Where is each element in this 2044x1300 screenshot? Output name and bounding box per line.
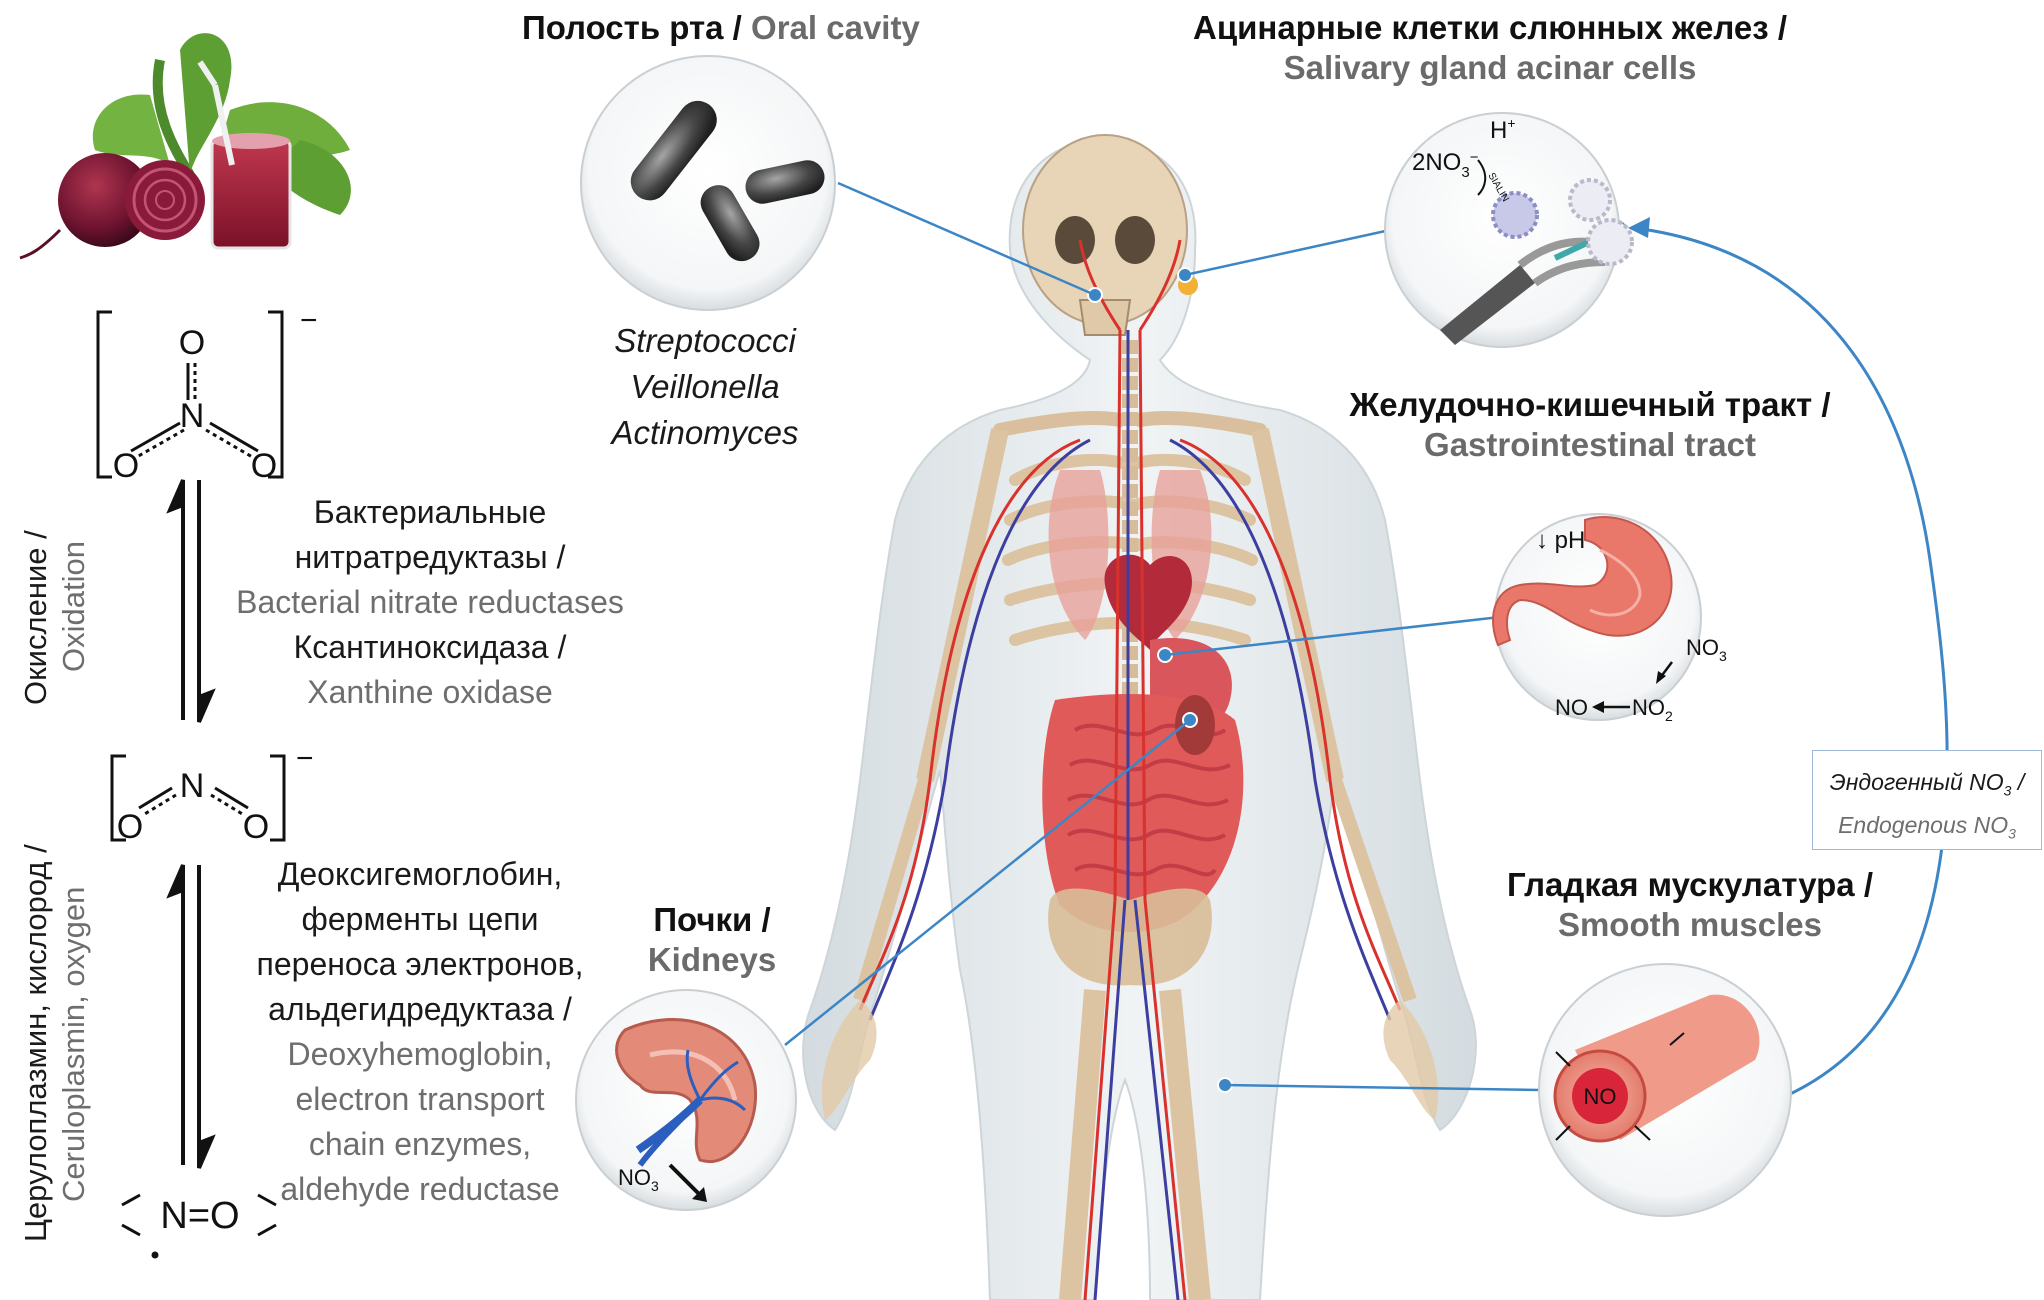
equilibrium-arrow-reduction: [166, 864, 216, 1169]
bacteria-name: Actinomyces: [611, 414, 799, 451]
enzyme-line: electron transport: [295, 1081, 545, 1117]
enzyme-line: Deoxyhemoglobin,: [287, 1036, 553, 1072]
kidney-nitrate-label: NO3: [618, 1165, 659, 1194]
endogenous-nitrate-en: Endogenous NO3: [1838, 811, 2016, 842]
blood-vessel-inset: [1538, 963, 1792, 1217]
gi-nitrate-label: NO3: [1686, 635, 1727, 664]
smooth-muscles-label: Гладкая мускулатура / Smooth muscles: [1507, 866, 1873, 943]
oral-bacteria-list: Streptococci Veillonella Actinomyces: [560, 318, 850, 456]
nitrate-right-oxygen: O: [251, 447, 277, 485]
enzyme-line: Xanthine oxidase: [307, 674, 553, 710]
nitrate-structure: [96, 310, 284, 479]
smooth-muscle-no-label: NO: [1584, 1084, 1617, 1109]
nitrite-reduction-enzymes: Деоксигемоглобин, ферменты цепи переноса…: [240, 852, 600, 1212]
gi-no-label: NO: [1555, 695, 1588, 720]
bacteria-name: Veillonella: [630, 368, 780, 405]
oxidation-label: Окисление /: [18, 530, 53, 705]
nitric-oxide-structure: [121, 1193, 277, 1237]
nitric-oxide-formula: N=O: [160, 1195, 239, 1237]
radical-dot: [151, 1251, 159, 1259]
kidney-inset: [575, 989, 797, 1211]
nitrate-charge: −: [300, 304, 318, 337]
salivary-gland-label: Ацинарные клетки слюнных желез / Salivar…: [1193, 9, 1787, 86]
enzyme-line: chain enzymes,: [308, 1126, 532, 1162]
connector-lines: [784, 181, 1541, 1092]
gi-ph-label: ↓ pH: [1536, 527, 1585, 554]
gastrointestinal-label: Желудочно-кишечный тракт / Gastrointesti…: [1349, 386, 1831, 463]
enzyme-line: ферменты цепи: [301, 901, 539, 937]
beetroot-juice-image: [19, 33, 351, 260]
endogenous-nitrate-return-arrow: [1628, 217, 1949, 1097]
kidneys-label: Почки / Kidneys: [647, 901, 777, 978]
nitrate-reduction-enzymes: Бактериальные нитратредуктазы / Bacteria…: [225, 490, 635, 715]
endogenous-nitrate-box: Эндогенный NO3 / Endogenous NO3: [1812, 750, 2042, 850]
nitrite-right-oxygen: O: [243, 808, 269, 846]
oxidation-label-en: Oxidation: [56, 541, 91, 672]
human-body-illustration: [802, 134, 1477, 1300]
nitrite-nitrogen: N: [180, 767, 205, 805]
nitrite-left-oxygen: O: [117, 808, 143, 846]
equilibrium-arrow-oxidation: [166, 479, 216, 723]
stomach-inset: [1492, 513, 1702, 721]
nitrite-charge: −: [296, 742, 314, 775]
enzyme-line: нитратредуктазы /: [294, 539, 566, 575]
salivary-h-label: H+: [1490, 115, 1516, 144]
nitrate-left-oxygen: O: [113, 447, 139, 485]
enzyme-line: Деоксигемоглобин,: [277, 856, 563, 892]
endogenous-nitrate-ru: Эндогенный NO3 /: [1829, 769, 2025, 799]
nitrite-structure: [110, 754, 286, 842]
salivary-gland-inset: SIALIN: [1384, 112, 1634, 348]
enzyme-line: Бактериальные: [313, 494, 547, 530]
salivary-nitrate-label: 2NO3−: [1412, 149, 1479, 181]
nitrate-nitrogen: N: [180, 397, 205, 435]
bacteria-name: Streptococci: [614, 322, 796, 359]
enzyme-line: альдегидредуктаза /: [268, 991, 572, 1027]
enzyme-line: Bacterial nitrate reductases: [236, 584, 624, 620]
oral-cavity-label: Полость рта / Oral cavity: [522, 9, 920, 46]
reduction-cofactors-label-en: Ceruloplasmin, oxygen: [56, 886, 91, 1202]
enzyme-line: aldehyde reductase: [280, 1171, 560, 1207]
enzyme-line: переноса электронов,: [256, 946, 584, 982]
reduction-cofactors-label: Церулоплазмин, кислород /: [18, 844, 53, 1242]
enzyme-line: Ксантиноксидаза /: [293, 629, 567, 665]
nitrate-top-oxygen: O: [179, 324, 205, 362]
oral-cavity-inset: [580, 55, 836, 311]
gi-nitrite-label: NO2: [1632, 695, 1673, 724]
